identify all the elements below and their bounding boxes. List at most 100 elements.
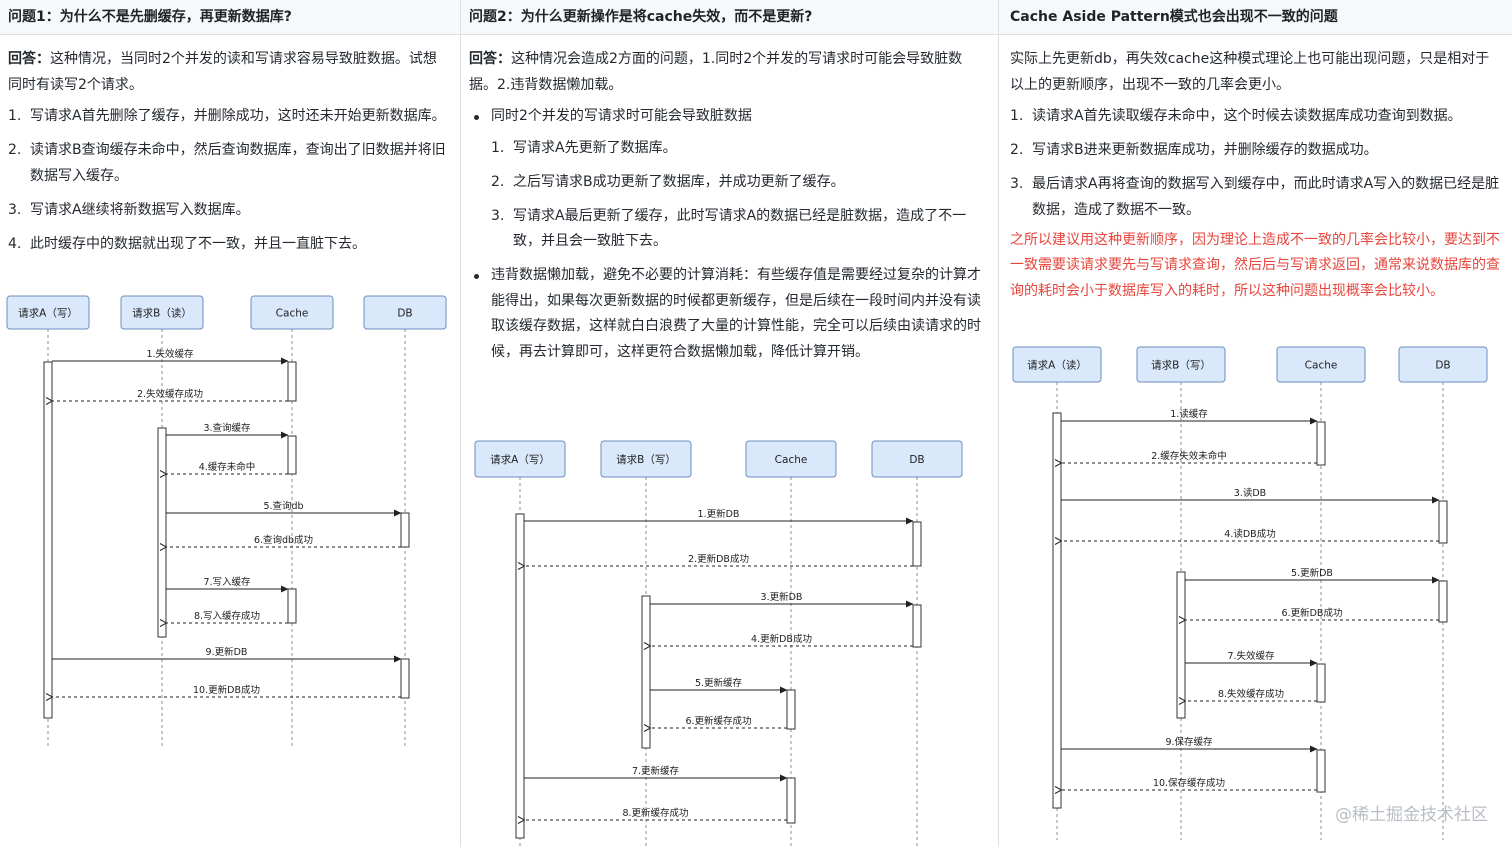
column-3-body: 实际上先更新db，再失效cache这种模式理论上也可能出现问题，只是相对于以上的… <box>1010 47 1502 304</box>
list-item: 同时2个并发的写请求时可能会导致脏数据 1.写请求A先更新了数据库。 2.之后写… <box>469 104 988 255</box>
column-2-answer: 回答：这种情况会造成2方面的问题，1.同时2个并发的写请求时可能会导致脏数据。2… <box>469 47 988 98</box>
participant-label: 请求A（写） <box>18 307 78 320</box>
list-item: 1.写请求A首先删除了缓存，并删除成功，这时还未开始更新数据库。 <box>8 108 446 124</box>
red-note: 之所以建议用这种更新顺序，因为理论上造成不一致的几率会比较小，要达到不一致需要读… <box>1010 231 1500 299</box>
activation-bar <box>1176 571 1186 719</box>
participant-box <box>474 440 566 478</box>
activation-bar <box>287 361 297 402</box>
participant-box <box>6 295 90 330</box>
participant-label: DB <box>1435 360 1450 372</box>
message-label: 6.查询db成功 <box>254 534 313 546</box>
column-1-body: 回答：这种情况，当同时2个并发的读和写请求容易导致脏数据。试想同时有读写2个请求… <box>8 47 450 266</box>
participant-box <box>1136 346 1226 383</box>
sequence-diagram-2: 请求A（写） 请求B（写） Cache DB 1.更新DB 2.更新DB成功 3.更新DB 4… <box>474 440 963 847</box>
activation-bar <box>1052 412 1062 809</box>
message-label: 6.更新DB成功 <box>1282 607 1343 619</box>
answer-label: 回答： <box>469 51 511 67</box>
message-label: 8.写入缓存成功 <box>194 610 260 622</box>
message-label: 5.更新DB <box>1291 567 1333 579</box>
bullet-dot <box>474 115 479 120</box>
message-label: 7.更新缓存 <box>632 765 680 777</box>
answer-text: 这种情况会造成2方面的问题，1.同时2个并发的写请求时可能会导致脏数据。2.违背… <box>469 51 963 93</box>
participant-box <box>1276 346 1366 383</box>
participant-label: 请求B（写） <box>616 453 676 466</box>
participant-box <box>1398 346 1488 383</box>
message-label: 2.缓存失效未命中 <box>1151 450 1227 462</box>
activation-bar <box>287 588 297 624</box>
participant-label: 请求A（读） <box>1027 359 1087 372</box>
column-3-steps: 1.读请求A首先读取缓存未命中，这个时候去读数据库成功查询到数据。 2.写请求B… <box>1010 104 1502 223</box>
answer-text: 这种情况，当同时2个并发的读和写请求容易导致脏数据。试想同时有读写2个请求。 <box>8 51 437 93</box>
activation-bar <box>912 521 922 567</box>
message-label: 2.更新DB成功 <box>688 553 749 565</box>
message-label: 4.更新DB成功 <box>751 633 812 645</box>
sequence-diagram-3: 请求A（读） 请求B（写） Cache DB 1.读缓存 2.缓存失效未命中 3.读DB 4.… <box>1012 346 1488 840</box>
activation-bar <box>641 595 651 749</box>
message-label: 4.读DB成功 <box>1224 528 1275 540</box>
participant-label: DB <box>397 308 412 320</box>
activation-bar <box>912 604 922 648</box>
activation-bar <box>786 689 796 730</box>
message-label: 3.读DB <box>1234 487 1266 499</box>
participant-label: Cache <box>276 308 309 320</box>
participant-box <box>745 440 837 478</box>
list-item: 2.读请求B查询缓存未命中，然后查询数据库，查询出了旧数据并将旧数据写入缓存。 <box>8 142 446 184</box>
column-cache-aside: Cache Aside Pattern模式也会出现不一致的问题 实际上先更新db… <box>999 0 1512 847</box>
column-3-intro: 实际上先更新db，再失效cache这种模式理论上也可能出现问题，只是相对于以上的… <box>1010 51 1490 93</box>
activation-bar <box>400 512 410 548</box>
message-label: 2.失效缓存成功 <box>137 388 203 400</box>
column-1-steps: 1.写请求A首先删除了缓存，并删除成功，这时还未开始更新数据库。 2.读请求B查… <box>8 104 450 257</box>
message-label: 9.保存缓存 <box>1165 736 1213 748</box>
message-label: 9.更新DB <box>206 646 248 658</box>
message-label: 3.查询缓存 <box>203 422 251 434</box>
message-label: 10.保存缓存成功 <box>1153 777 1225 789</box>
participant-box <box>1012 346 1102 383</box>
participant-box <box>871 440 963 478</box>
participant-label: Cache <box>775 454 808 466</box>
message-label: 5.查询db <box>263 500 303 512</box>
participant-box <box>363 295 447 330</box>
activation-bar <box>515 513 525 839</box>
list-item: 4.此时缓存中的数据就出现了不一致，并且一直脏下去。 <box>8 235 366 252</box>
message-label: 10.更新DB成功 <box>193 684 260 696</box>
column-3-title: Cache Aside Pattern模式也会出现不一致的问题 <box>999 0 1512 35</box>
list-item: 3.写请求A最后更新了缓存，此时写请求A的数据已经是脏数据，造成了不一致，并且会… <box>491 207 967 250</box>
participant-box <box>120 295 204 330</box>
activation-bar <box>43 361 53 719</box>
column-1-title: 问题1：为什么不是先删缓存，再更新数据库? <box>0 0 460 35</box>
column-1-answer: 回答：这种情况，当同时2个并发的读和写请求容易导致脏数据。试想同时有读写2个请求… <box>8 47 450 98</box>
column-question-2: 问题2：为什么更新操作是将cache失效，而不是更新? 回答：这种情况会造成2方… <box>461 0 999 847</box>
message-label: 1.更新DB <box>698 508 740 520</box>
list-item: 3.最后请求A再将查询的数据写入到缓存中，而此时请求A写入的数据已经是脏数据，造… <box>1010 176 1500 218</box>
participant-label: 请求B（读） <box>132 307 192 320</box>
participant-label: Cache <box>1305 360 1338 372</box>
list-item: 违背数据懒加载，避免不必要的计算消耗：有些缓存值是需要经过复杂的计算才能得出，如… <box>469 263 988 365</box>
bullet-dot <box>474 274 479 279</box>
participant-label: 请求B（写） <box>1151 359 1211 372</box>
answer-label: 回答： <box>8 51 50 67</box>
message-label: 8.失效缓存成功 <box>1218 688 1284 700</box>
message-label: 7.写入缓存 <box>203 576 251 588</box>
message-label: 1.读缓存 <box>1170 408 1208 420</box>
participant-label: 请求A（写） <box>490 453 550 466</box>
message-label: 5.更新缓存 <box>695 677 743 689</box>
participant-label: DB <box>909 454 924 466</box>
activation-bar <box>1316 749 1326 793</box>
message-label: 7.失效缓存 <box>1227 650 1275 662</box>
message-label: 3.更新DB <box>761 591 803 603</box>
list-item: 3.写请求A继续将新数据写入数据库。 <box>8 201 250 218</box>
message-label: 1.失效缓存 <box>146 348 194 360</box>
activation-bar <box>1438 500 1448 544</box>
activation-bar <box>1316 663 1326 703</box>
message-label: 8.更新缓存成功 <box>622 807 688 819</box>
activation-bar <box>157 427 167 638</box>
activation-bar <box>400 658 410 699</box>
list-item: 1.读请求A首先读取缓存未命中，这个时候去读数据库成功查询到数据。 <box>1010 108 1462 124</box>
activation-bar <box>786 777 796 824</box>
activation-bar <box>1316 421 1326 466</box>
column-2-bullets: 同时2个并发的写请求时可能会导致脏数据 1.写请求A先更新了数据库。 2.之后写… <box>469 104 988 365</box>
column-2-steps: 1.写请求A先更新了数据库。 2.之后写请求B成功更新了数据库，并成功更新了缓存… <box>491 136 988 255</box>
column-2-title: 问题2：为什么更新操作是将cache失效，而不是更新? <box>461 0 998 35</box>
